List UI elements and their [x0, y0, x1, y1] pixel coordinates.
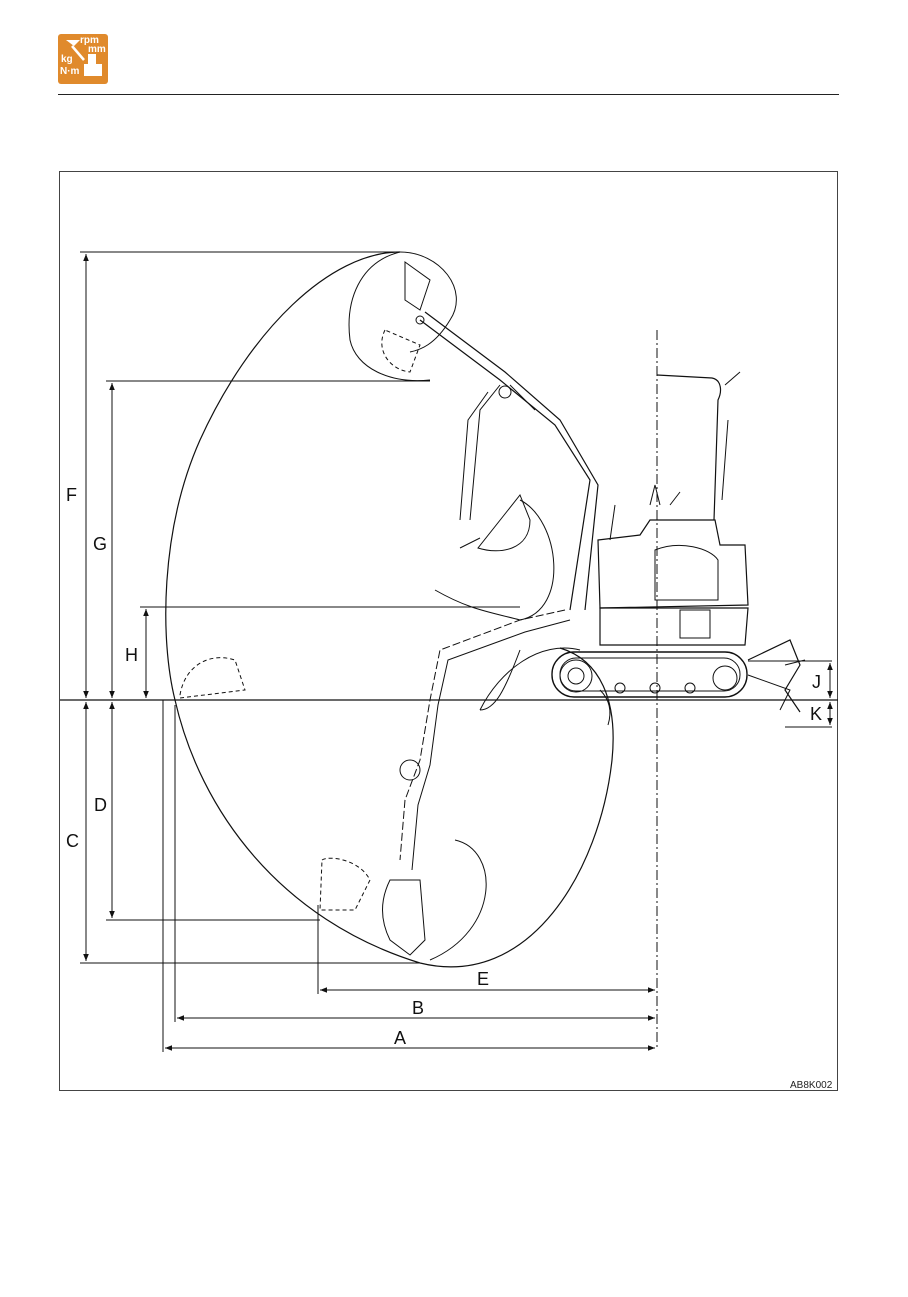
top-inner-arc: [348, 251, 431, 382]
units-logo: rpm mm kg N·m: [58, 34, 108, 84]
label-A: A: [394, 1028, 407, 1048]
logo-unit-rpm: rpm: [80, 35, 99, 46]
label-G: G: [93, 534, 108, 554]
reach-envelope: [165, 251, 614, 968]
logo-unit-kg: kg: [61, 54, 73, 65]
label-E: E: [477, 969, 490, 989]
label-D: D: [94, 795, 107, 815]
lower-arc-1: [479, 649, 521, 711]
dig-arc: [429, 839, 487, 961]
label-B: B: [412, 998, 425, 1018]
label-J: J: [812, 672, 821, 692]
label-C: C: [66, 831, 79, 851]
lower-arc-2: [479, 647, 581, 711]
mid-arc: [434, 499, 555, 621]
figure-code: AB8K002: [790, 1080, 833, 1091]
figure-frame: [59, 171, 838, 1091]
label-F: F: [66, 485, 77, 505]
header-rule: [58, 94, 839, 95]
lower-arc-3: [599, 689, 611, 726]
label-H: H: [125, 645, 138, 665]
logo-unit-mm: mm: [88, 44, 106, 55]
label-K: K: [810, 704, 823, 724]
top-arc: [399, 251, 457, 353]
logo-unit-nm: N·m: [60, 66, 80, 77]
excavator-units-icon: [66, 40, 102, 76]
